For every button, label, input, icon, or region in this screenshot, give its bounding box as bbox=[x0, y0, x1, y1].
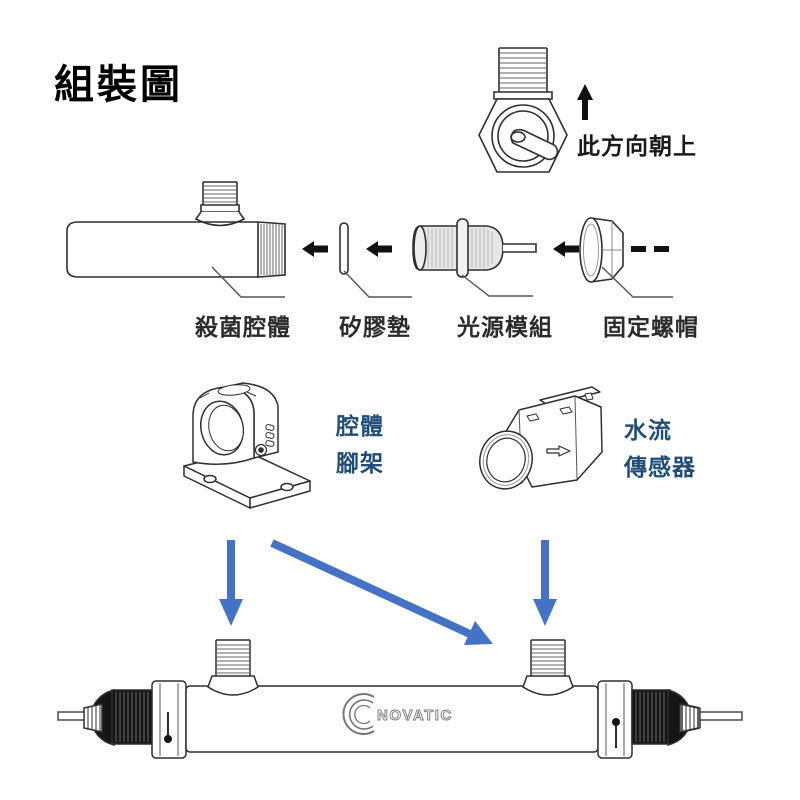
assembled-unit-drawing: NOVATIC bbox=[57, 639, 743, 759]
silicone-pad-drawing bbox=[339, 222, 349, 275]
flow-sensor-drawing bbox=[479, 386, 603, 490]
label-chamber-bracket-line1: 腔體 bbox=[336, 413, 384, 439]
label-silicone-pad: 矽膠墊 bbox=[339, 314, 411, 340]
callout-line bbox=[211, 266, 285, 298]
down-arrow-icon bbox=[533, 540, 557, 626]
assembly-direction-arrows bbox=[302, 241, 669, 257]
label-chamber-bracket-line2: 腳架 bbox=[336, 450, 384, 476]
page-title: 組裝圖 bbox=[54, 63, 183, 107]
placement-arrows bbox=[219, 539, 557, 645]
label-sterilization-chamber: 殺菌腔體 bbox=[195, 314, 291, 340]
down-arrow-icon bbox=[219, 540, 243, 626]
chamber-bracket-drawing bbox=[183, 382, 311, 509]
label-light-source-module: 光源模組 bbox=[457, 314, 553, 340]
fixing-nut-drawing bbox=[579, 217, 624, 283]
left-arrow-icon bbox=[553, 241, 579, 257]
label-chamber-bracket: 腔體 腳架 bbox=[336, 408, 384, 482]
fixing-nut-orientation-drawing bbox=[478, 47, 568, 173]
light-module-drawing bbox=[412, 218, 537, 278]
callout-line bbox=[461, 274, 533, 297]
label-water-flow-sensor: 水流 傳感器 bbox=[624, 412, 696, 486]
chamber-drawing bbox=[66, 181, 286, 278]
brand-logo-text: NOVATIC bbox=[377, 707, 453, 724]
label-water-flow-sensor-line2: 傳感器 bbox=[624, 454, 696, 480]
diagonal-arrow-icon bbox=[270, 539, 493, 645]
up-arrow-icon bbox=[577, 84, 593, 120]
label-water-flow-sensor-line1: 水流 bbox=[624, 417, 672, 443]
callout-line bbox=[343, 270, 412, 298]
label-fixing-nut: 固定螺帽 bbox=[603, 314, 699, 340]
brand-logo: NOVATIC bbox=[342, 693, 453, 735]
orientation-note: 此方向朝上 bbox=[577, 133, 697, 159]
left-arrow-icon bbox=[366, 241, 392, 257]
callout-line bbox=[601, 266, 673, 298]
left-arrow-icon bbox=[302, 241, 328, 257]
